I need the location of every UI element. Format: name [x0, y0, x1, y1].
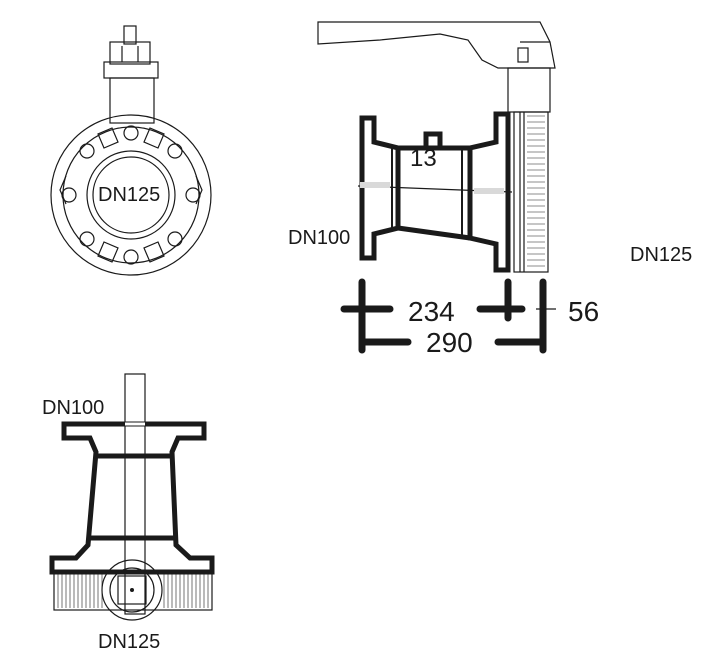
top-label-bottom: DN125 [98, 631, 160, 653]
top-hub-outer [101, 559, 163, 621]
dimension-lines [340, 278, 556, 354]
front-size-label: DN125 [98, 184, 160, 206]
valve-body [357, 111, 513, 273]
top-lever [124, 373, 146, 615]
bore-outer [86, 150, 176, 240]
dim-290: 290 [426, 327, 473, 358]
base-hatching [57, 574, 209, 608]
flange-outer [50, 114, 212, 276]
actuator-column [507, 67, 551, 273]
side-right-label: DN125 [630, 244, 692, 266]
side-left-label: DN100 [288, 227, 350, 249]
column-hatching [527, 115, 545, 267]
side-view: 13 DN100 DN125 234 56 290 [288, 21, 692, 358]
top-label-top: DN100 [42, 397, 104, 419]
lever-handle [317, 21, 556, 69]
top-hub-inner [109, 567, 155, 613]
top-view: DN100 DN125 [42, 373, 215, 653]
flange-inner-ring [62, 126, 200, 264]
bore-inner [92, 156, 170, 234]
dim-234: 234 [408, 296, 455, 327]
top-body [49, 421, 215, 575]
top-base [53, 571, 213, 611]
actuator-head [103, 25, 159, 124]
front-view: DN125 [50, 25, 212, 276]
dim-56: 56 [568, 296, 599, 327]
side-center-dim: 13 [410, 145, 437, 172]
flange-lugs [59, 127, 203, 263]
